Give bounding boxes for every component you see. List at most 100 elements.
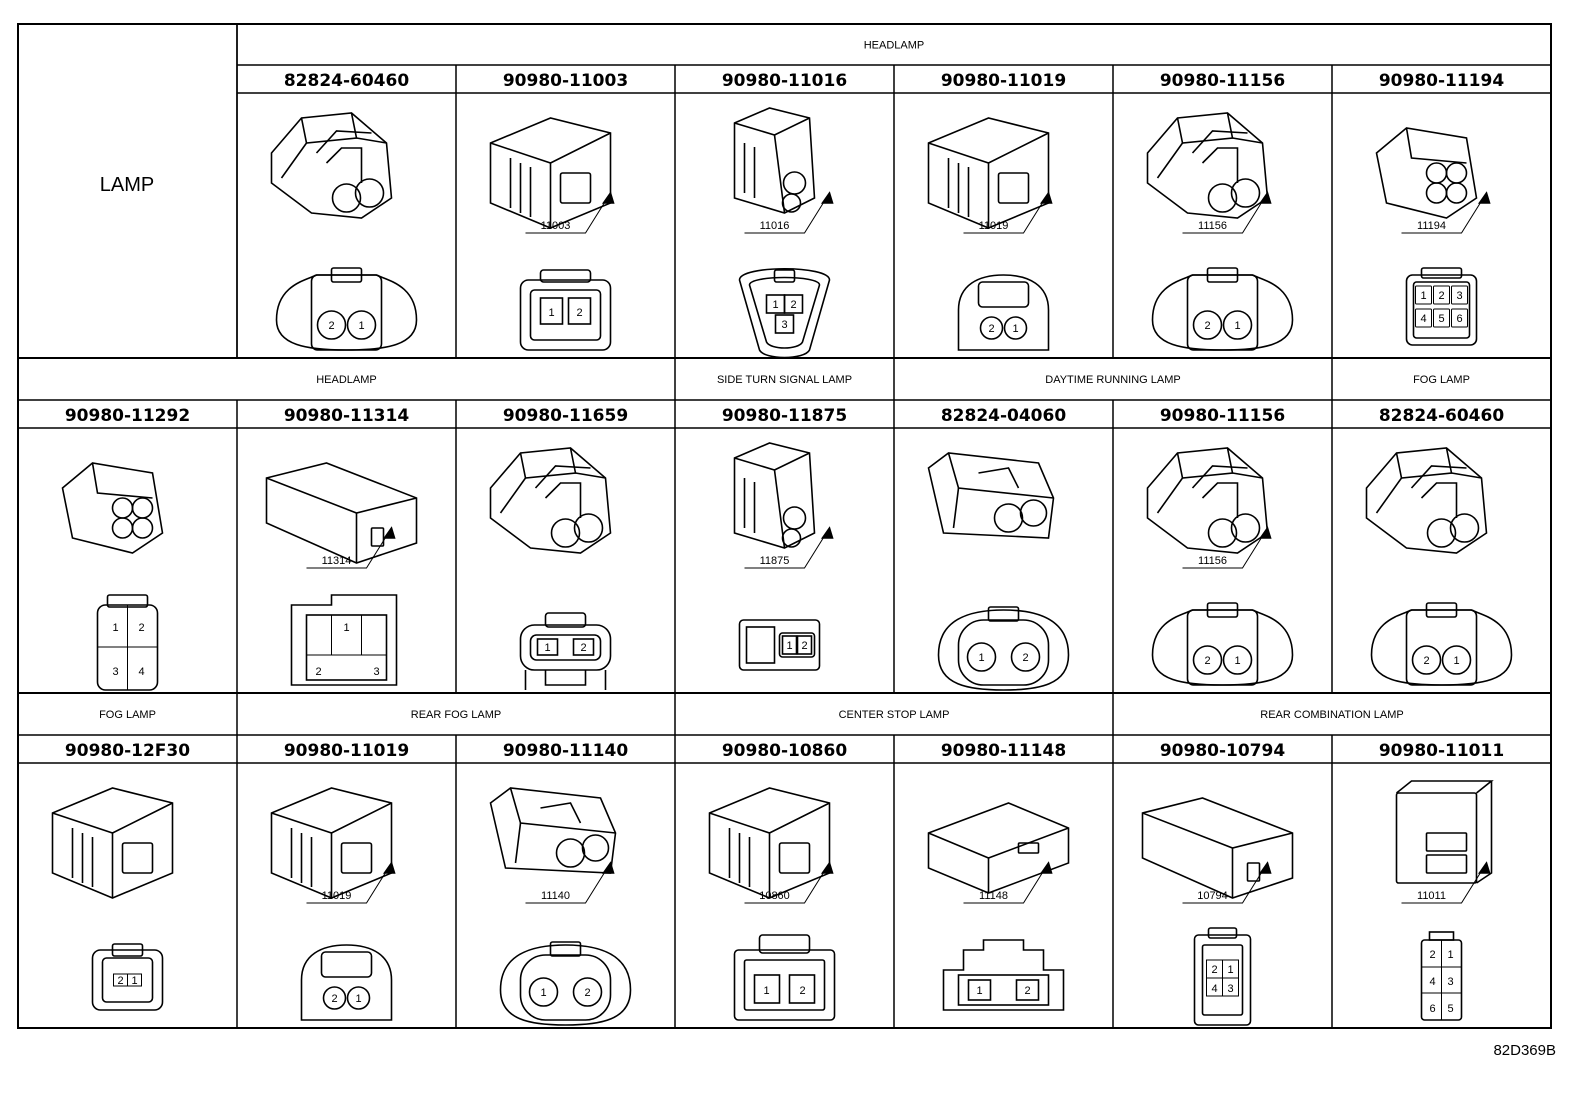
callout-label: 11019: [322, 890, 352, 902]
part-number: 82824-60460: [1379, 406, 1505, 426]
group-label: HEADLAMP: [864, 40, 925, 52]
pin-number: 2: [1423, 655, 1429, 667]
callout: 11140: [525, 861, 615, 904]
pin-number: 4: [1420, 313, 1426, 325]
pin-number: 1: [343, 622, 349, 634]
connector-face: 1 2 3: [290, 594, 398, 686]
pin-number: 5: [1447, 1003, 1453, 1015]
pin-number: 1: [976, 985, 982, 997]
part-number: 90980-11156: [1160, 406, 1285, 426]
callout: 11194: [1401, 191, 1491, 234]
pin-number: 6: [1429, 1003, 1435, 1015]
part-number: 90980-11019: [284, 741, 409, 761]
pin-number: 2: [790, 299, 796, 311]
pin-number: 2: [1022, 652, 1028, 664]
callout-label: 11140: [541, 890, 570, 902]
connector-housing: [927, 452, 1055, 539]
part-number: 90980-11875: [722, 406, 847, 426]
pin-number: 1: [540, 987, 546, 999]
part-number: 90980-10794: [1160, 741, 1286, 761]
callout-label: 10794: [1197, 890, 1228, 902]
group-label: REAR FOG LAMP: [411, 709, 501, 721]
connector-housing: [1365, 447, 1488, 554]
pin-number: 1: [1227, 964, 1233, 976]
pin-number: 2: [576, 307, 582, 319]
connector-housing: [1146, 447, 1269, 554]
pin-number: 5: [1438, 313, 1444, 325]
group-label: REAR COMBINATION LAMP: [1260, 709, 1403, 721]
chart-grid: [17, 23, 1552, 1029]
connector-housing: [1146, 112, 1269, 219]
part-number: 90980-12F30: [65, 741, 190, 761]
callout: 11156: [1182, 526, 1272, 569]
connector-housing: [927, 802, 1070, 894]
pin-number: 2: [584, 987, 590, 999]
callout-label: 11314: [322, 555, 352, 567]
connector-housing: [489, 117, 612, 229]
outer-frame: [17, 23, 1552, 1029]
pin-number: 1: [548, 307, 554, 319]
callout: 11156: [1182, 191, 1272, 234]
callout-label: 11003: [541, 220, 571, 232]
pin-number: 1: [1447, 949, 1453, 961]
pin-number: 2: [1211, 964, 1217, 976]
pin-number: 4: [138, 666, 144, 678]
pin-number: 2: [315, 666, 321, 678]
callout-label: 11875: [760, 555, 790, 567]
pin-number: 1: [544, 642, 550, 654]
connector-housing: [733, 442, 816, 549]
connector-housing: [270, 787, 393, 899]
callout-label: 11156: [1198, 220, 1227, 232]
pin-number: 1: [131, 975, 137, 987]
group-label: SIDE TURN SIGNAL LAMP: [717, 374, 852, 386]
callout: 11019: [306, 861, 396, 904]
pin-number: 2: [117, 975, 123, 987]
callout: 11003: [525, 191, 615, 234]
connector-housing: [1141, 797, 1294, 899]
pin-number: 3: [373, 666, 379, 678]
pin-number: 1: [772, 299, 778, 311]
connector-housing: [733, 107, 816, 214]
pin-number: 2: [1204, 320, 1210, 332]
callout: 10860: [744, 861, 834, 904]
pin-number: 1: [355, 993, 361, 1005]
part-number: 90980-11011: [1379, 741, 1504, 761]
connector-housing: [51, 787, 174, 899]
connector-housing: [708, 787, 831, 899]
pin-number: 2: [1429, 949, 1435, 961]
pin-number: 2: [988, 323, 994, 335]
pin-number: 1: [1234, 320, 1240, 332]
pin-number: 3: [781, 319, 787, 331]
part-number: 90980-11019: [941, 71, 1066, 91]
connector-housing: [927, 117, 1050, 229]
connector-cell: 1 2 3 11314: [265, 462, 418, 686]
figure-code: 82D369B: [1493, 1042, 1556, 1059]
connector-housing: [489, 787, 617, 874]
connector-housing: [61, 462, 164, 554]
callout: 11314: [306, 526, 396, 569]
connector-housing: [265, 462, 418, 564]
connector-housing: [1395, 780, 1494, 884]
group-label: CENTER STOP LAMP: [839, 709, 950, 721]
pin-number: 1: [1420, 290, 1426, 302]
pin-number: 2: [801, 640, 807, 652]
pin-number: 3: [112, 666, 118, 678]
